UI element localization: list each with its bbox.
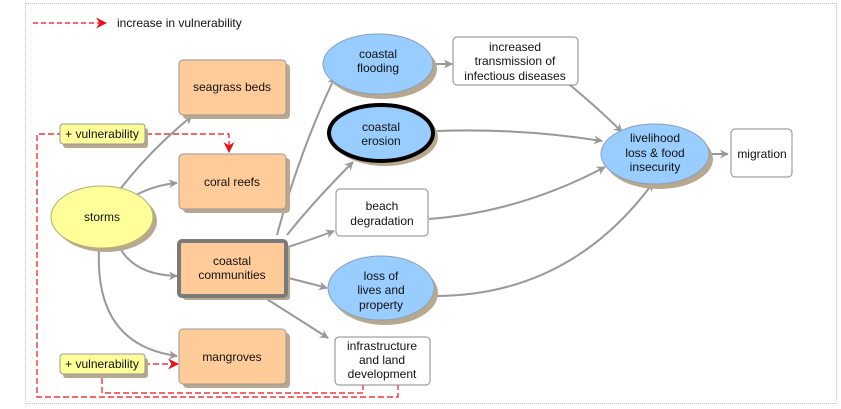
node-disease-transmission[interactable]: increased transmission of infectious dis… [452, 36, 579, 86]
node-label: beach [366, 199, 399, 213]
node-label: insecurity [630, 160, 681, 174]
legend-label: increase in vulnerability [117, 16, 242, 30]
node-beach-degradation[interactable]: beach degradation [335, 188, 429, 237]
node-vulnerability-bottom[interactable]: + vulnerability [59, 353, 148, 378]
causal-edges [97, 59, 729, 360]
edge-communities-to-infrastructure [261, 295, 329, 339]
node-label: coastal [362, 120, 400, 134]
node-label: migration [737, 147, 786, 161]
edge-communities-to-beach [287, 229, 335, 248]
vulnerability-edges [36, 133, 399, 398]
node-label: property [359, 298, 403, 312]
node-vulnerability-top[interactable]: + vulnerability [59, 123, 148, 148]
edge-infrastructure-to-vuln-top [36, 133, 399, 398]
node-coastal-flooding[interactable]: coastal flooding [322, 33, 437, 99]
edge-disease-to-livelihood [569, 84, 623, 133]
edge-communities-to-flooding [276, 76, 336, 236]
node-migration[interactable]: migration [730, 128, 793, 178]
node-coastal-communities[interactable]: coastal communities [177, 239, 290, 300]
edge-loss-to-livelihood [436, 182, 654, 297]
node-label: livelihood [630, 131, 680, 145]
node-livelihood-loss[interactable]: livelihood loss & food insecurity [600, 123, 713, 189]
node-label: infrastructure [347, 339, 417, 353]
node-label: seagrass beds [193, 80, 271, 94]
node-infrastructure[interactable]: infrastructure and land development [334, 336, 431, 386]
diagram-frame [25, 3, 837, 404]
node-mangroves[interactable]: mangroves [178, 328, 290, 388]
node-label: infectious diseases [464, 69, 565, 83]
legend: increase in vulnerability [33, 16, 242, 30]
edge-storms-to-coastal-communities [119, 247, 178, 281]
node-label: erosion [361, 134, 400, 148]
node-label: + vulnerability [65, 357, 139, 371]
node-label: coastal [213, 254, 251, 268]
node-label: loss & food [625, 146, 684, 160]
edge-storms-to-coral-reefs [135, 179, 178, 196]
edge-communities-to-loss [287, 277, 328, 291]
node-loss-of-lives[interactable]: loss of lives and property [327, 255, 438, 325]
edge-beach-to-livelihood [428, 166, 606, 220]
node-label: development [348, 367, 417, 381]
edge-erosion-to-livelihood [436, 129, 603, 145]
node-coastal-erosion[interactable]: coastal erosion [327, 103, 438, 166]
node-label: storms [84, 210, 120, 224]
node-label: communities [198, 268, 265, 282]
node-label: increased [489, 40, 541, 54]
node-label: and land [359, 353, 405, 367]
edge-storms-to-mangroves [97, 249, 178, 360]
edge-storms-to-seagrass-beds [117, 115, 193, 193]
node-label: lives and [357, 283, 404, 297]
edge-communities-to-erosion [286, 161, 354, 236]
node-label: coastal [359, 47, 397, 61]
node-label: coral reefs [204, 175, 260, 189]
node-label: loss of [364, 269, 399, 283]
node-label: degradation [350, 214, 413, 228]
node-label: mangroves [202, 350, 261, 364]
node-label: flooding [357, 61, 399, 75]
node-seagrass-beds[interactable]: seagrass beds [178, 59, 290, 119]
node-storms[interactable]: storms [50, 185, 157, 252]
node-label: transmission of [475, 54, 556, 68]
edge-infrastructure-to-vuln-bottom [101, 375, 364, 394]
node-label: + vulnerability [65, 127, 139, 141]
edge-vuln-top-to-coral-reefs [146, 133, 235, 154]
node-coral-reefs[interactable]: coral reefs [178, 153, 290, 213]
